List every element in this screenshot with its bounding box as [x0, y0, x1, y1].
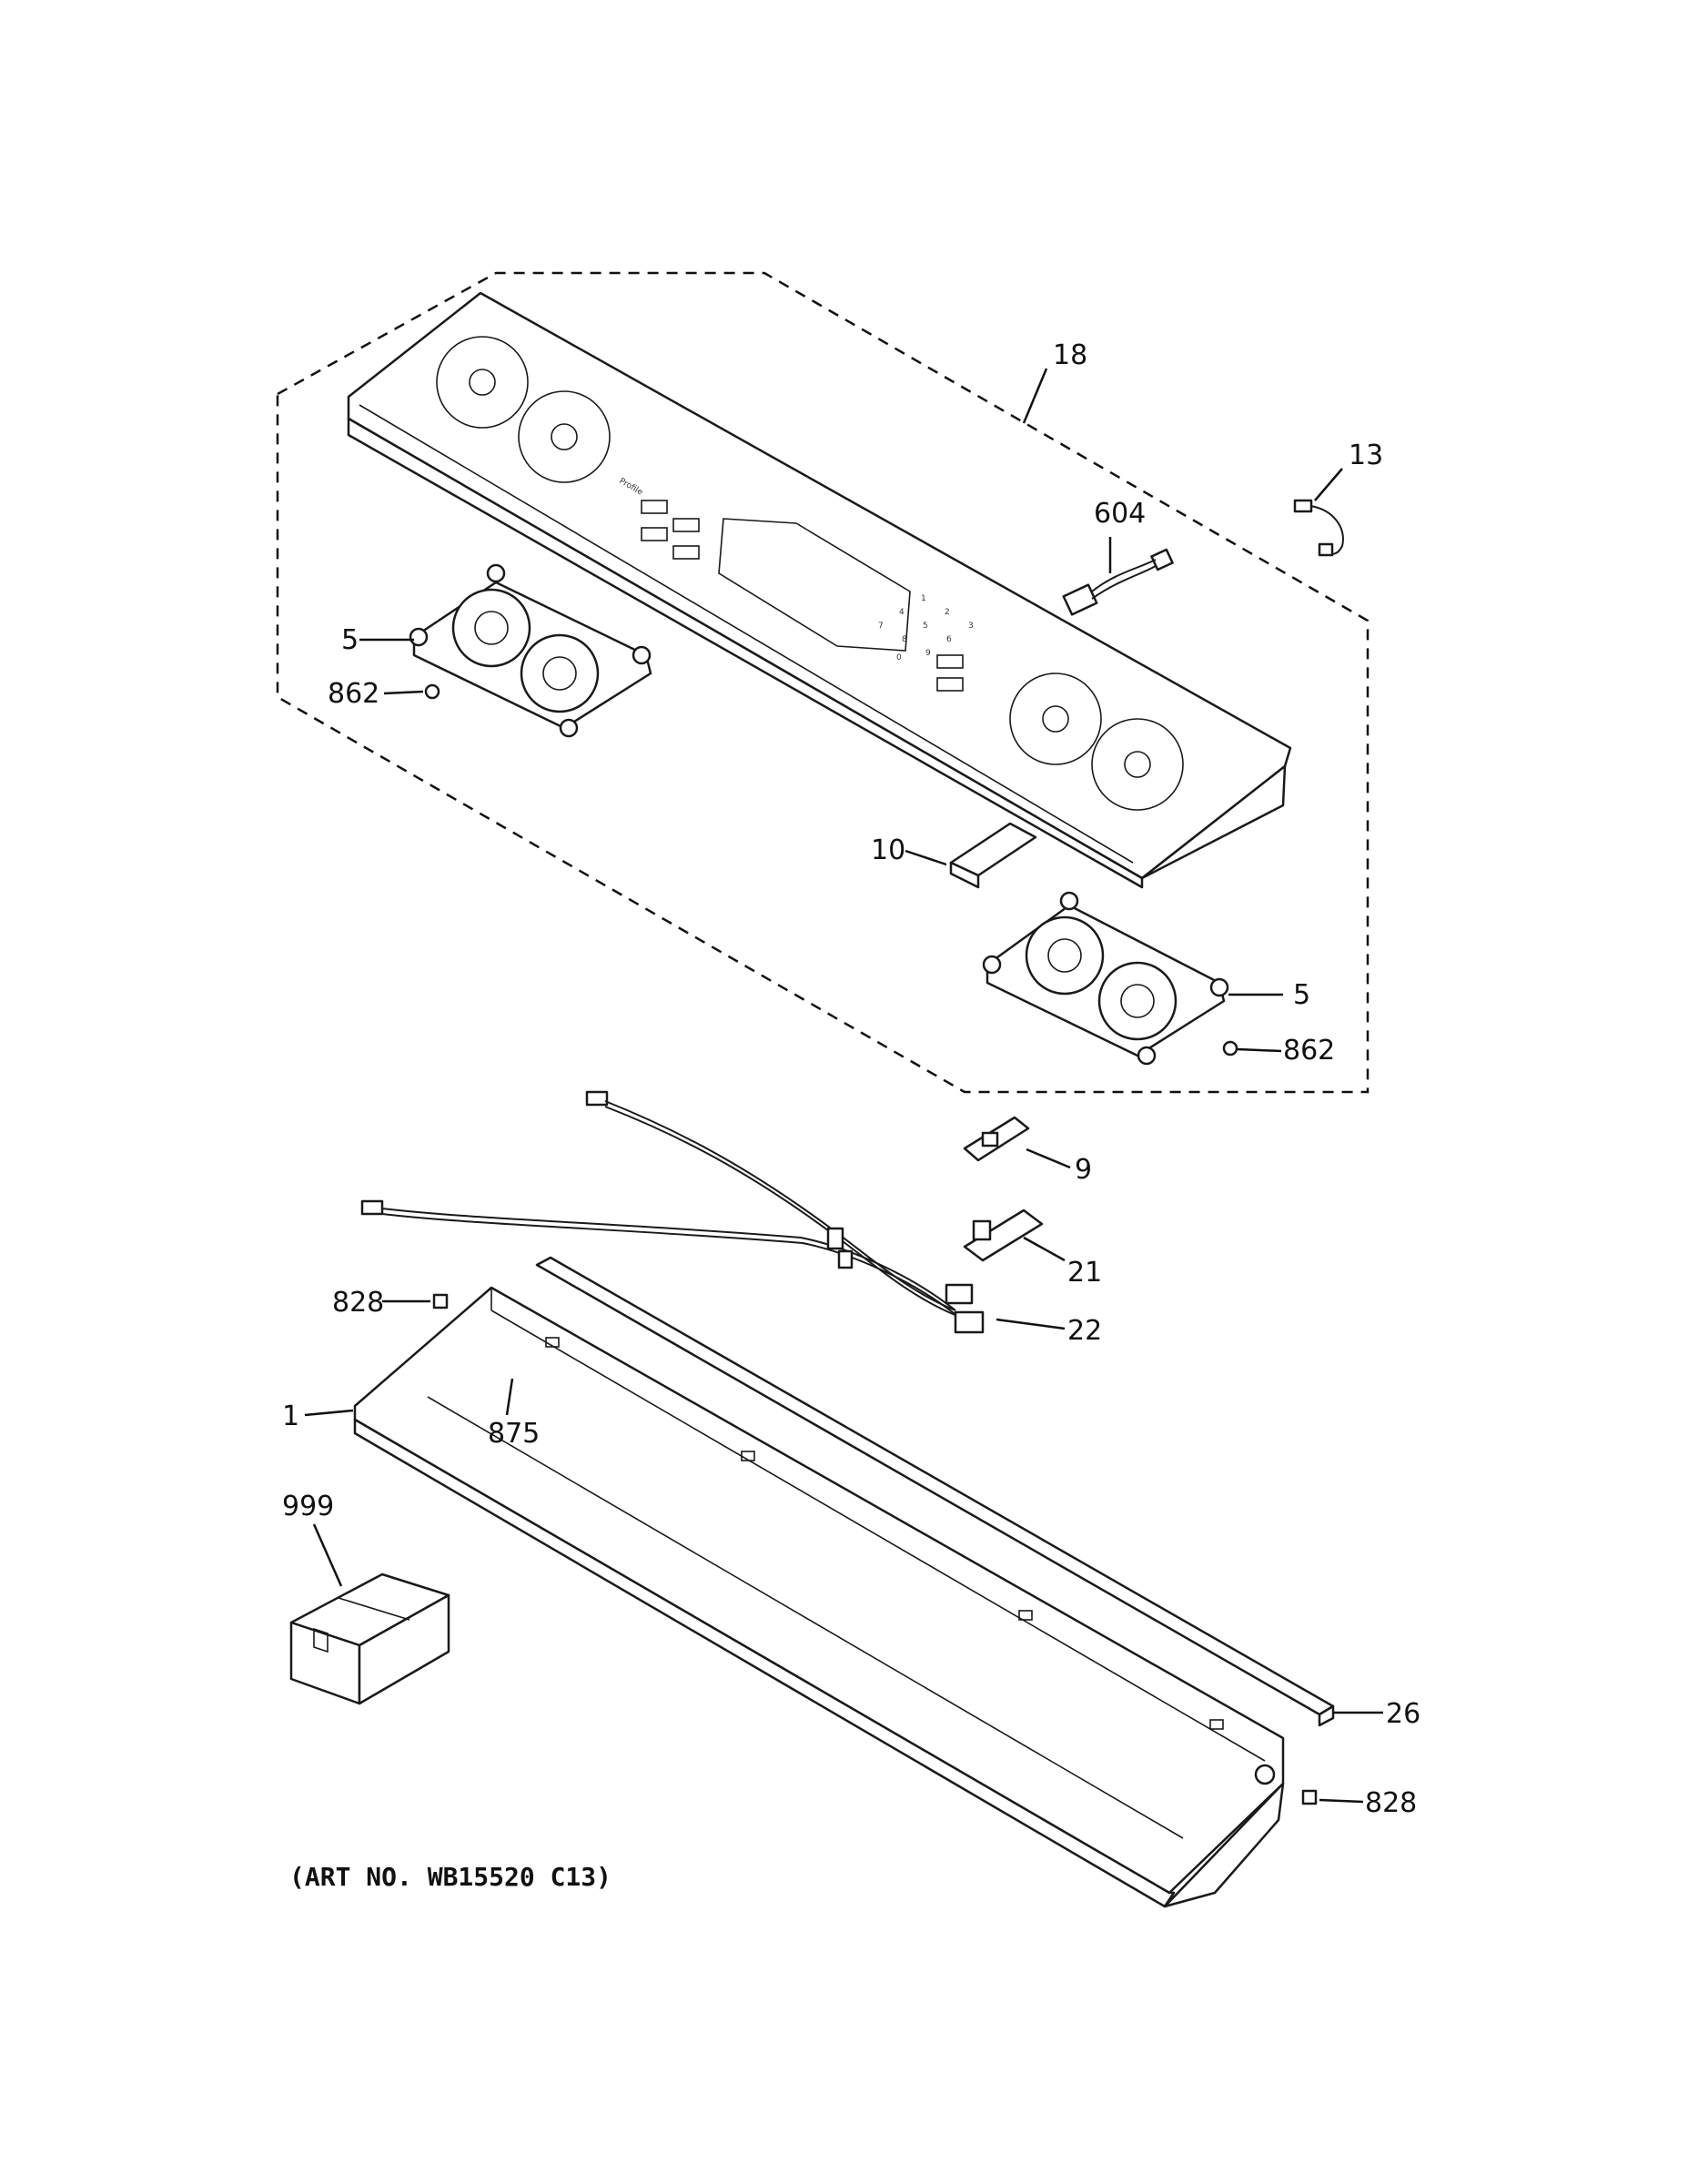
callout-5-right: 5 — [1293, 979, 1310, 1011]
burner-switch-module-right[interactable] — [982, 891, 1229, 1066]
leader-22 — [996, 1318, 1066, 1330]
keypad-key: 3 — [968, 622, 974, 631]
callout-26: 26 — [1386, 1698, 1420, 1730]
screw-828-left[interactable] — [432, 1293, 449, 1309]
leader-1 — [304, 1409, 354, 1417]
leader-862-right — [1237, 1047, 1282, 1053]
keypad-key: 5 — [923, 622, 928, 631]
assembly-18-group-outline — [276, 271, 1370, 1094]
callout-828-left: 828 — [332, 1287, 384, 1319]
leader-875 — [505, 1378, 514, 1416]
control-clip[interactable] — [949, 822, 1037, 889]
circuit-board[interactable] — [963, 1208, 1044, 1262]
callout-13: 13 — [1349, 440, 1383, 471]
leader-999 — [312, 1523, 343, 1587]
callout-862-left: 862 — [328, 678, 379, 710]
keypad-key: 0 — [896, 653, 902, 662]
keypad-key: 1 — [921, 594, 926, 603]
callout-5-left: 5 — [341, 624, 359, 656]
art-number: (ART NO. WB15520 C13) — [289, 1862, 612, 1892]
callout-22: 22 — [1067, 1315, 1102, 1347]
control-panel-assembly[interactable]: Profile 1 2 3 4 5 6 7 8 9 0 — [347, 291, 1292, 889]
main-wire-harness[interactable] — [360, 1090, 985, 1334]
leader-862-left — [383, 690, 424, 695]
callout-828-right: 828 — [1365, 1787, 1417, 1819]
callout-21: 21 — [1067, 1257, 1102, 1289]
leader-10 — [905, 849, 947, 866]
burner-switch-module-left[interactable] — [409, 563, 652, 738]
callout-862-right: 862 — [1283, 1035, 1335, 1067]
callout-875: 875 — [488, 1418, 540, 1450]
callout-604: 604 — [1094, 498, 1146, 530]
keypad-key: 7 — [878, 622, 884, 631]
circuit-board-small[interactable] — [963, 1116, 1030, 1162]
wire-harness-connector[interactable] — [1062, 548, 1174, 616]
callout-18: 18 — [1053, 339, 1087, 371]
screw-right[interactable] — [1222, 1040, 1238, 1057]
keypad-key: 4 — [899, 608, 905, 617]
keypad-key: 8 — [902, 635, 907, 644]
leader-18 — [1022, 368, 1048, 424]
callout-1: 1 — [282, 1400, 299, 1432]
leader-21 — [1023, 1236, 1066, 1262]
gasket-strip[interactable] — [535, 1256, 1335, 1727]
leader-9 — [1026, 1148, 1071, 1169]
keypad-key: 2 — [945, 608, 950, 617]
backsplash-frame[interactable] — [353, 1286, 1285, 1908]
callout-10: 10 — [871, 834, 905, 866]
callout-9: 9 — [1075, 1154, 1092, 1186]
keypad-key: 6 — [946, 635, 952, 644]
leader-828-right — [1319, 1798, 1364, 1804]
jumper-harness[interactable] — [1293, 499, 1344, 557]
screw-left[interactable] — [424, 683, 440, 700]
leader-13 — [1314, 468, 1343, 501]
callout-999: 999 — [282, 1491, 334, 1522]
screw-828-right[interactable] — [1301, 1789, 1318, 1805]
keypad-key: 9 — [925, 649, 931, 658]
parts-box[interactable] — [289, 1572, 450, 1705]
